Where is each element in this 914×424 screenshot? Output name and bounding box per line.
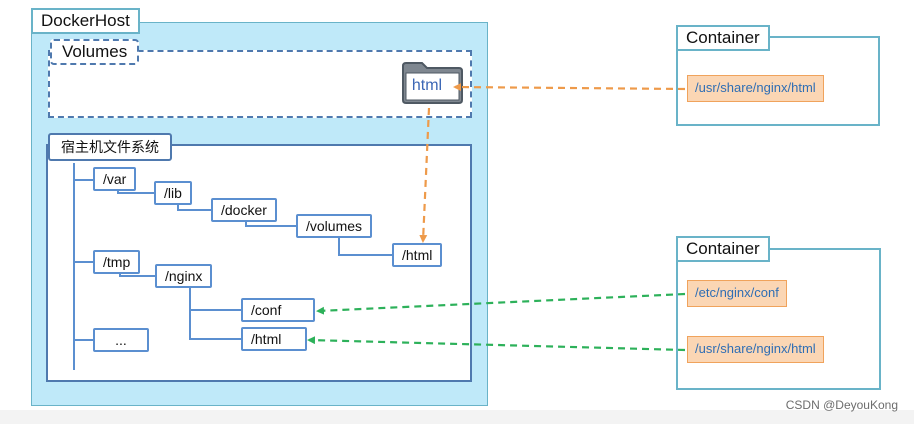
container-box-2: [676, 248, 881, 390]
container-2-path-1: /etc/nginx/conf: [687, 280, 787, 307]
arrow-conf-mount: [316, 292, 686, 315]
volumes-box: [48, 50, 472, 118]
arrow-volume-to-container: [453, 83, 686, 92]
container-title-1: Container: [676, 25, 770, 51]
host-fs-title: 宿主机文件系统: [48, 133, 172, 161]
folder-label: html: [411, 77, 443, 94]
volumes-title: Volumes: [50, 39, 140, 65]
watermark: CSDN @DeyouKong: [785, 398, 898, 412]
node-lib: /lib: [154, 181, 192, 205]
node-tmp: /tmp: [93, 250, 141, 274]
footer-strip: [0, 410, 914, 424]
node-ellipsis: ...: [93, 328, 149, 352]
node-html: /html: [392, 243, 443, 267]
container-title-2: Container: [676, 236, 770, 262]
arrow-volume-to-host: [419, 107, 431, 243]
node-var: /var: [93, 167, 137, 191]
node-nginx: /nginx: [155, 264, 213, 288]
node-docker: /docker: [211, 198, 277, 222]
arrow-html-mount: [307, 336, 686, 352]
container-1-path-1: /usr/share/nginx/html: [687, 75, 824, 102]
docker-host-title: DockerHost: [31, 8, 140, 34]
folder-icon: [402, 62, 463, 104]
node-volumes: /volumes: [296, 214, 373, 238]
node-nginx-html: /html: [241, 327, 307, 351]
node-conf: /conf: [241, 298, 315, 322]
container-2-path-2: /usr/share/nginx/html: [687, 336, 824, 363]
